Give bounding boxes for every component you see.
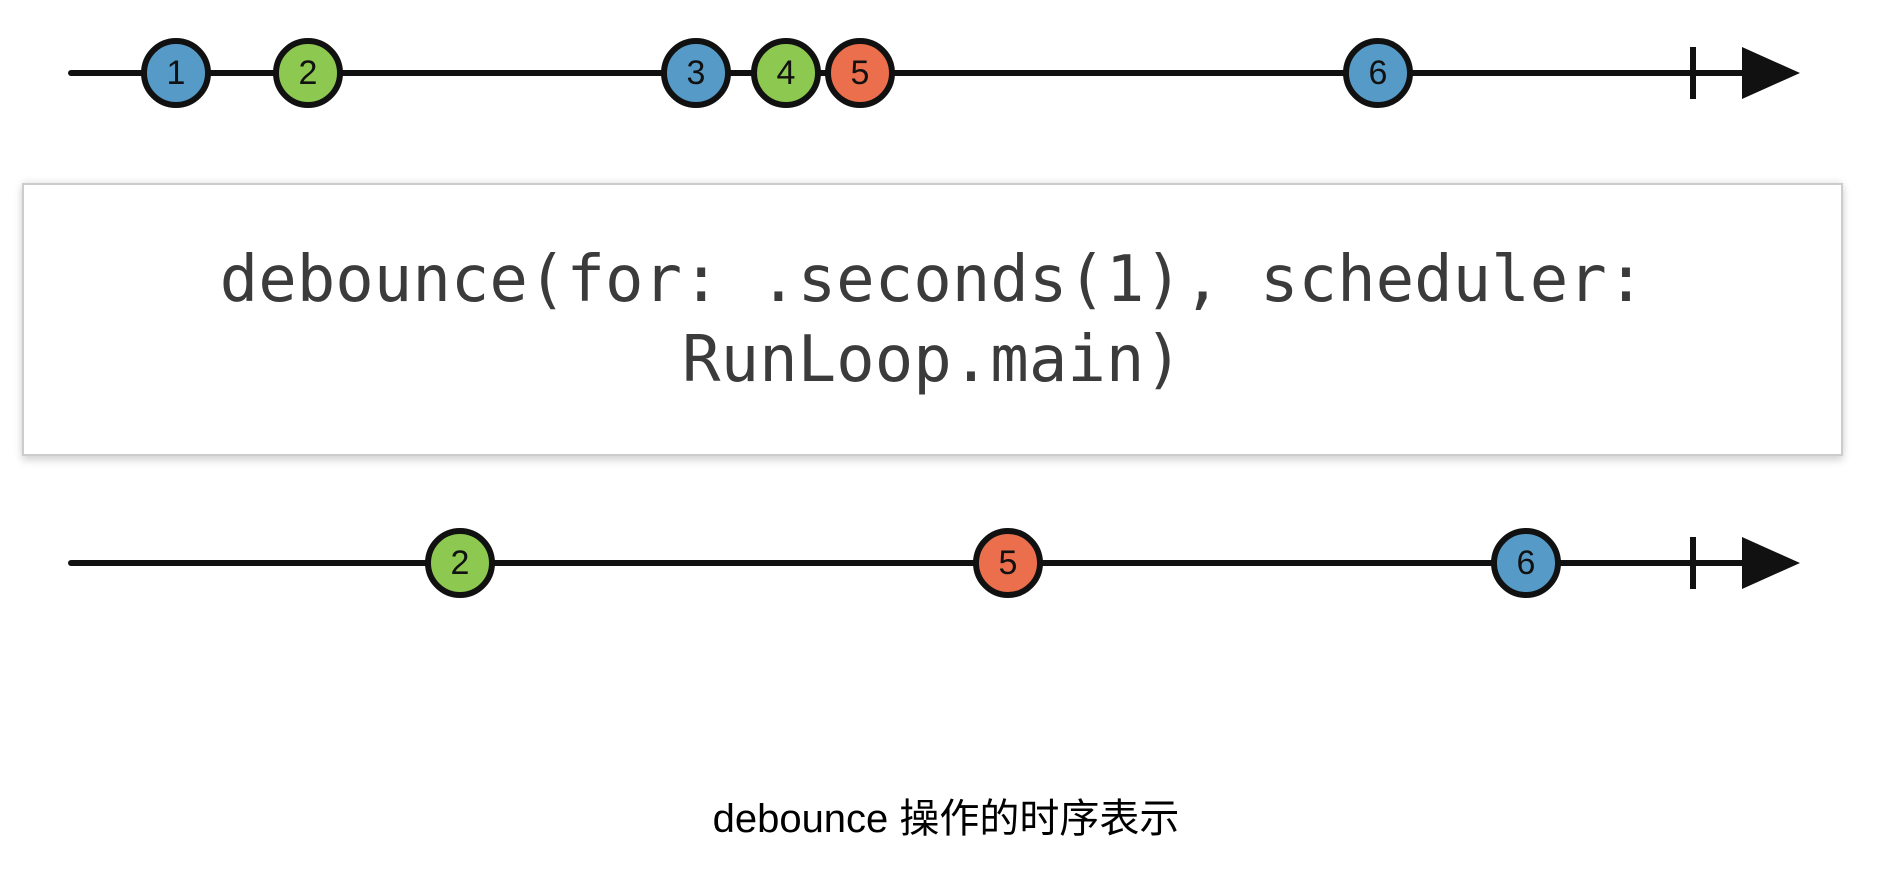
marble-2: 2 [273, 38, 343, 108]
marble-6: 6 [1343, 38, 1413, 108]
marble-4: 4 [751, 38, 821, 108]
marble-6: 6 [1491, 528, 1561, 598]
output-timeline-arrowhead-icon [1742, 537, 1800, 589]
marble-3: 3 [661, 38, 731, 108]
marble-5: 5 [973, 528, 1043, 598]
marble-2: 2 [425, 528, 495, 598]
output-timeline-end-tick [1690, 537, 1696, 589]
marble-1: 1 [141, 38, 211, 108]
input-timeline-line [68, 70, 1760, 76]
diagram-caption: debounce 操作的时序表示 [712, 797, 1180, 841]
output-timeline-line [68, 560, 1760, 566]
input-timeline-arrowhead-icon [1742, 47, 1800, 99]
marble-5: 5 [825, 38, 895, 108]
operator-code-line-2: RunLoop.main) [682, 322, 1183, 397]
input-timeline-end-tick [1690, 47, 1696, 99]
operator-code-line-1: debounce(for: .seconds(1), scheduler: [219, 242, 1646, 317]
output-timeline: 2 5 6 [0, 503, 1892, 623]
operator-code-box: debounce(for: .seconds(1), scheduler: Ru… [22, 183, 1843, 456]
